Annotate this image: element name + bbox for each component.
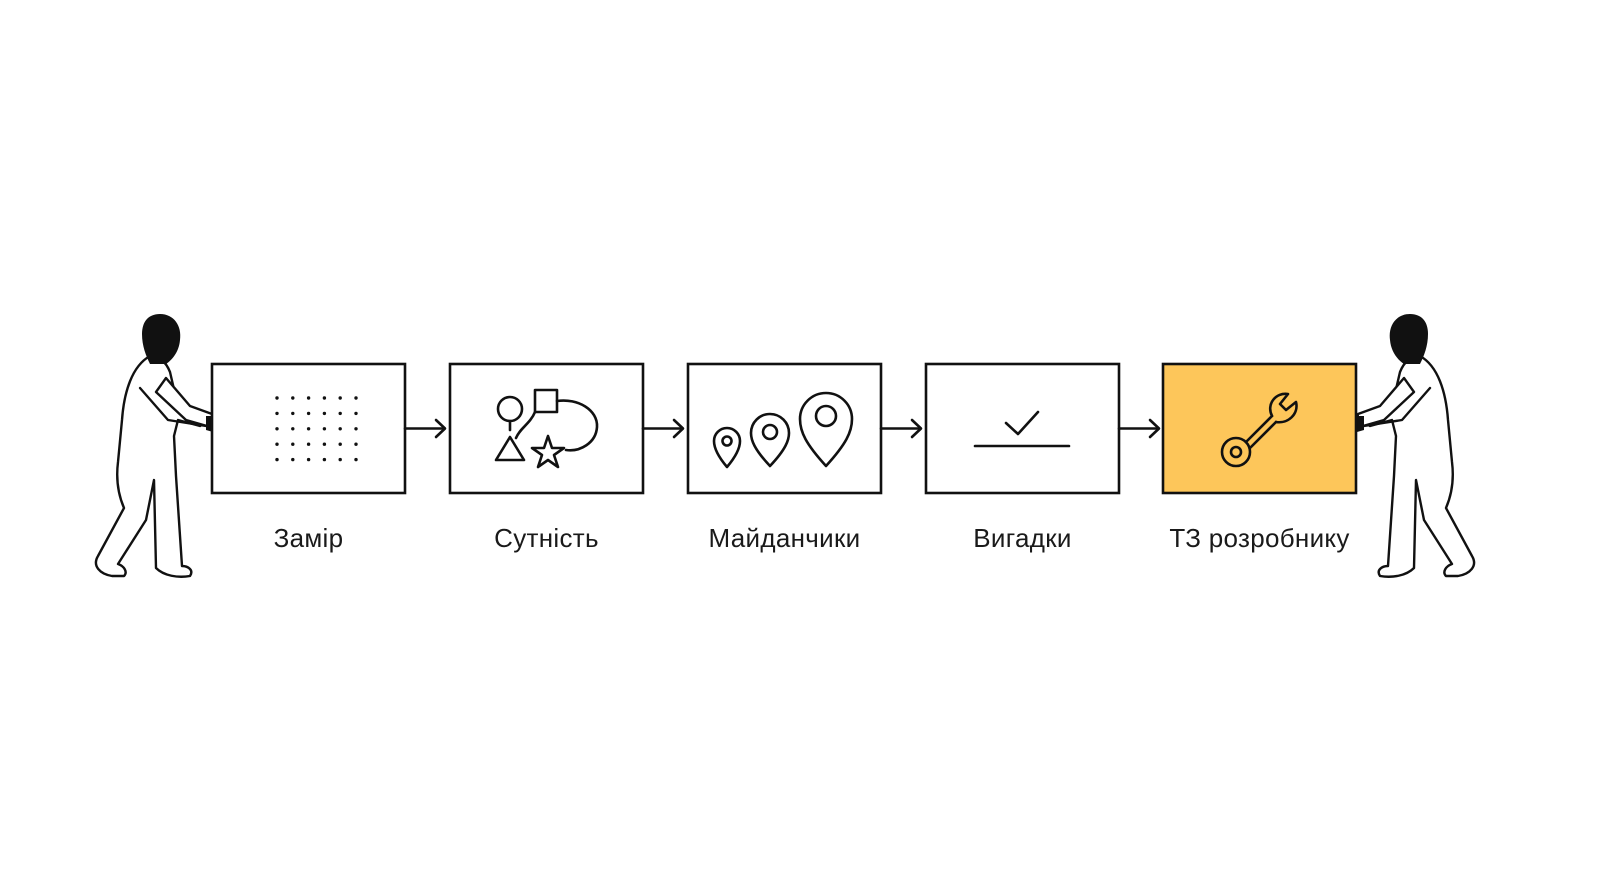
person-right-body (1360, 354, 1476, 578)
grid-dot (291, 396, 295, 400)
grid-dot (275, 442, 279, 446)
grid-dot (354, 427, 358, 431)
location-pins-icon (712, 391, 854, 469)
wrench-icon (1220, 392, 1298, 468)
grid-dot (291, 411, 295, 416)
grid-dot (306, 457, 311, 462)
grid-dot (354, 457, 358, 462)
step-entity-box (448, 362, 645, 495)
person-left-arm-line (138, 386, 208, 428)
person-left-figure (94, 314, 236, 578)
grid-dot (322, 411, 327, 416)
grid-dot (322, 457, 327, 462)
step-entity-label: Сутність (494, 523, 599, 553)
dot-grid-icon (275, 396, 358, 462)
arrow-1 (403, 418, 447, 439)
step-fictions-label: Вигадки (973, 523, 1071, 553)
person-left-head (142, 314, 181, 364)
grid-dot (291, 427, 295, 431)
grid-dot (275, 457, 279, 462)
grid-dot (338, 427, 342, 431)
grid-dot (322, 396, 327, 400)
grid-dot (275, 411, 279, 416)
person-right-head (1389, 314, 1428, 364)
arrow-2 (641, 418, 685, 439)
grid-dot (306, 442, 311, 446)
grid-dot (338, 442, 342, 446)
grid-dot (291, 442, 295, 446)
arrow-3 (879, 418, 923, 439)
step-entity: Сутність (448, 362, 645, 553)
person-right-arm-line (1362, 386, 1432, 428)
arrow-4 (1117, 418, 1161, 439)
grid-dot (306, 411, 311, 416)
grid-dot (322, 442, 327, 446)
grid-dot (354, 442, 358, 446)
checkmark-line-icon (973, 410, 1071, 448)
step-platforms: Майданчики (686, 362, 883, 553)
grid-dot (338, 396, 342, 400)
shapes-icon (494, 388, 599, 469)
step-platforms-label: Майданчики (709, 523, 861, 553)
step-measure: Замір (210, 362, 407, 553)
grid-dot (306, 427, 311, 431)
grid-dot (354, 396, 358, 400)
grid-dot (275, 427, 279, 431)
step-measure-label: Замір (274, 523, 344, 553)
step-fictions: Вигадки (924, 362, 1121, 553)
grid-dot (291, 457, 295, 462)
step-developer-spec-label: ТЗ розробнику (1169, 523, 1349, 553)
grid-dot (354, 411, 358, 416)
grid-dot (338, 457, 342, 462)
grid-dot (338, 411, 342, 416)
person-left-body (94, 354, 210, 578)
step-developer-spec: ТЗ розробнику (1161, 362, 1358, 553)
grid-dot (275, 396, 279, 400)
grid-dot (306, 396, 311, 400)
grid-dot (322, 427, 327, 431)
